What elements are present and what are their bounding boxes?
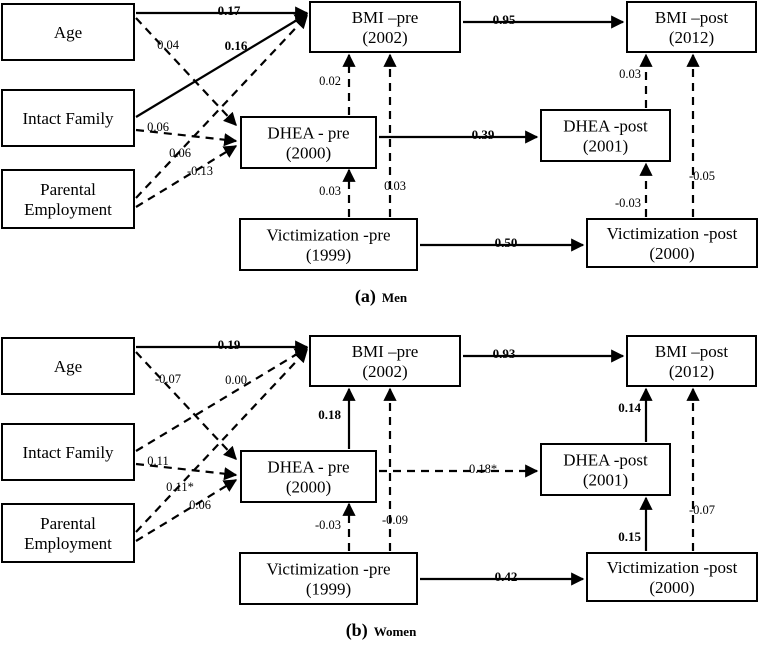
node-label: Age xyxy=(54,357,82,376)
path-coefficient: 0.93 xyxy=(493,346,516,361)
path-coefficient: 0.42 xyxy=(495,569,518,584)
node-vict-post: Victimization -post(2000) xyxy=(586,552,758,602)
path-arrow-intact-to-bmi-pre xyxy=(135,347,309,452)
node-label: (2001) xyxy=(583,471,628,490)
path-arrow-intact-to-bmi-pre xyxy=(135,13,309,118)
node-label: (2002) xyxy=(362,362,407,381)
path-coefficient: 0.03 xyxy=(319,184,341,198)
path-coefficient: -0.03 xyxy=(615,196,641,210)
node-label: DHEA -post xyxy=(563,117,648,136)
node-label: BMI –pre xyxy=(352,8,419,27)
node-label: BMI –pre xyxy=(352,342,419,361)
path-coefficient: -0.03 xyxy=(315,518,341,532)
node-label: Intact Family xyxy=(22,443,114,462)
path-coefficient: -0.09 xyxy=(382,513,408,527)
node-label: Intact Family xyxy=(22,109,114,128)
node-label: DHEA - pre xyxy=(267,124,349,143)
node-label: DHEA - pre xyxy=(267,458,349,477)
node-bmi-pre: BMI –pre(2002) xyxy=(309,335,461,387)
node-label: BMI –post xyxy=(655,342,728,361)
node-label: Employment xyxy=(24,200,112,219)
path-coefficient: 0.17 xyxy=(218,3,241,18)
path-arrow-intact-to-dhea-pre xyxy=(135,128,238,147)
node-dhea-post: DHEA -post(2001) xyxy=(540,109,671,162)
node-label: Victimization -pre xyxy=(266,226,390,245)
path-coefficient: 0.02 xyxy=(319,74,341,88)
node-label: Age xyxy=(54,23,82,42)
node-label: (1999) xyxy=(306,246,351,265)
path-coefficient: -0.05 xyxy=(689,169,715,183)
node-label: (2001) xyxy=(583,137,628,156)
path-coefficient: 0.11 xyxy=(147,454,168,468)
path-coefficient: 0.39 xyxy=(472,127,495,142)
node-age: Age xyxy=(1,3,135,61)
node-label: (2000) xyxy=(286,144,331,163)
path-coefficient: 0.19 xyxy=(218,337,241,352)
node-label: Parental xyxy=(40,514,96,533)
node-label: Victimization -post xyxy=(607,558,738,577)
node-dhea-pre: DHEA - pre(2000) xyxy=(240,450,377,503)
node-intact: Intact Family xyxy=(1,89,135,147)
path-coefficient: 0.04 xyxy=(157,38,180,52)
path-coefficient: 0.00 xyxy=(225,373,247,387)
node-label: (2000) xyxy=(649,244,694,263)
path-arrow-parental-to-dhea-pre xyxy=(135,145,238,208)
path-coefficient: 0.14 xyxy=(618,400,641,415)
path-coefficient: 0.06 xyxy=(189,498,211,512)
node-label: (2000) xyxy=(649,578,694,597)
path-coefficient: -0.07 xyxy=(689,503,715,517)
node-intact: Intact Family xyxy=(1,423,135,481)
path-coefficient: 0.16 xyxy=(225,38,248,53)
path-arrow-intact-to-dhea-pre xyxy=(135,462,238,481)
path-coefficient: -0.07 xyxy=(155,372,181,386)
path-coefficient: 0.18* xyxy=(469,462,497,476)
node-vict-post: Victimization -post(2000) xyxy=(586,218,758,268)
panel-caption: (a)Men xyxy=(355,286,408,307)
node-label: Victimization -pre xyxy=(266,560,390,579)
node-bmi-post: BMI –post(2012) xyxy=(626,1,757,53)
node-label: (2002) xyxy=(362,28,407,47)
node-dhea-pre: DHEA - pre(2000) xyxy=(240,116,377,169)
node-vict-pre: Victimization -pre(1999) xyxy=(239,552,418,605)
node-bmi-pre: BMI –pre(2002) xyxy=(309,1,461,53)
node-label: Victimization -post xyxy=(607,224,738,243)
path-coefficient: 0.06 xyxy=(147,120,169,134)
path-coefficient: 0.03 xyxy=(619,67,641,81)
path-coefficient: 0.15 xyxy=(618,529,641,544)
node-label: Employment xyxy=(24,534,112,553)
node-label: (2000) xyxy=(286,478,331,497)
node-dhea-post: DHEA -post(2001) xyxy=(540,443,671,496)
node-label: DHEA -post xyxy=(563,451,648,470)
path-coefficient: 0.11* xyxy=(166,480,194,494)
node-label: Parental xyxy=(40,180,96,199)
path-coefficient: 0.03 xyxy=(384,179,406,193)
path-coefficient: 0.50 xyxy=(495,235,518,250)
path-coefficient: 0.18 xyxy=(318,407,341,422)
node-age: Age xyxy=(1,337,135,395)
path-coefficient: 0.06 xyxy=(169,146,191,160)
path-arrow-age-to-dhea-pre xyxy=(135,351,237,460)
node-label: BMI –post xyxy=(655,8,728,27)
path-arrow-age-to-dhea-pre xyxy=(135,17,237,126)
panel-caption: (b)Women xyxy=(346,620,417,641)
node-bmi-post: BMI –post(2012) xyxy=(626,335,757,387)
node-label: (2012) xyxy=(669,362,714,381)
path-arrow-parental-to-dhea-pre xyxy=(135,479,238,542)
path-coefficient: 0.95 xyxy=(493,12,516,27)
node-label: (1999) xyxy=(306,580,351,599)
path-coefficient: -0.13 xyxy=(187,164,213,178)
node-label: (2012) xyxy=(669,28,714,47)
node-vict-pre: Victimization -pre(1999) xyxy=(239,218,418,271)
